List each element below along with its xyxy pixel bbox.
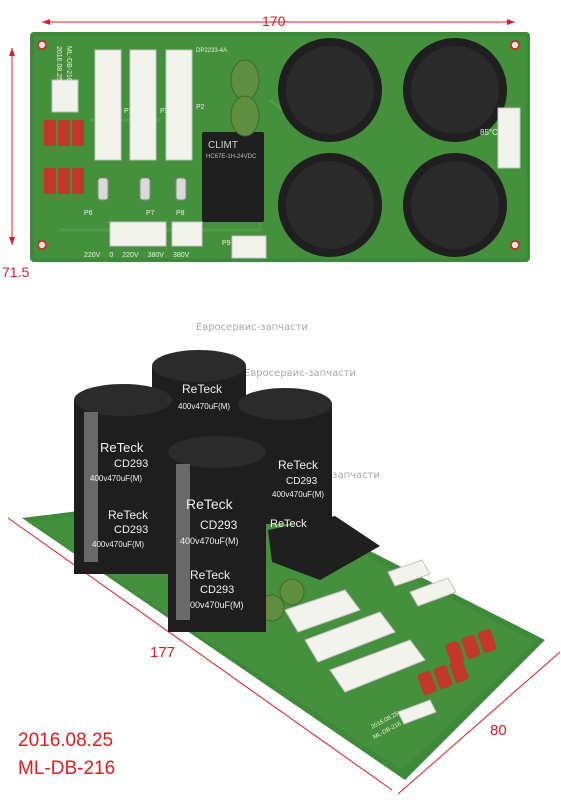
width-dimension-line — [397, 651, 561, 795]
pcb-board-code: DP2233-4A — [196, 48, 228, 54]
mount-hole — [37, 240, 47, 250]
capacitor-brand: ReTeck — [190, 568, 231, 582]
watermark: Евросервис-запчасти — [196, 322, 309, 333]
relay-model-label: HC67E-1H-24VDC — [206, 154, 257, 160]
resistor-group-top — [44, 120, 84, 194]
varistor — [279, 578, 305, 606]
capacitor-rating: 400v470uF(M) — [90, 474, 143, 483]
capacitor-top-view-group — [278, 38, 507, 257]
capacitor-brand: ReTeck — [270, 518, 307, 530]
capacitor-brand: ReTeck — [108, 508, 149, 522]
length-dimension-label: 177 — [150, 644, 176, 661]
capacitor-brand: ReTeck — [186, 496, 233, 512]
pcb-date-code-top: 2016.08.25 — [55, 46, 62, 82]
capacitor-rating: 400v470uF(M) — [178, 402, 231, 411]
mount-hole — [510, 240, 520, 250]
top-board-drawing — [9, 19, 530, 262]
capacitor-model: CD293 — [114, 458, 149, 470]
connector-bottom — [109, 221, 167, 247]
capacitor-model: CD293 — [200, 518, 238, 532]
port-label: P6 — [84, 210, 93, 217]
vertical-connectors — [94, 49, 193, 161]
width-dimension-label: 170 — [262, 13, 286, 29]
port-label: P7 — [146, 210, 155, 217]
capacitor-rating: 400v470uF(M) — [92, 540, 145, 549]
relay — [202, 132, 264, 222]
capacitor-rating: 400v470uF(M) — [180, 536, 239, 546]
pcb-model-code-top: ML-DB-216 — [65, 46, 72, 82]
mount-hole — [510, 40, 520, 50]
capacitor-brand: ReTeck — [278, 458, 319, 472]
height-dimension-label: 71.5 — [2, 264, 30, 280]
connector-label: 380V — [172, 252, 190, 259]
bottom-board-photo: ReTeck 400v470uF(M) ReTeck CD293 400v470… — [0, 340, 561, 800]
connector-right — [497, 107, 521, 169]
connector-bottom — [171, 221, 203, 247]
port-label: P3 — [160, 108, 169, 115]
capacitor-brand: ReTeck — [100, 440, 144, 455]
relay-brand-label: CLIMT — [208, 140, 238, 151]
capacitor-rating-cut: 00v470uF(M) — [190, 600, 244, 610]
connector-label: 0 — [109, 252, 114, 259]
port-label: P9 — [222, 240, 231, 247]
watermark: Евросервис-запчасти — [244, 368, 357, 379]
port-label: P2 — [196, 104, 205, 111]
caption-date: 2016.08.25 — [18, 730, 114, 751]
connector-label: 380V — [147, 252, 164, 259]
connector-label: 220V — [122, 252, 139, 259]
port-label: P8 — [176, 210, 185, 217]
capacitor-model: CD293 — [114, 524, 149, 536]
width-dimension-label: 80 — [490, 722, 507, 739]
connector-group-bottom — [284, 559, 457, 725]
top-board-photo: 2016.08.25 ML-DB-216 DP2233-4A CLIMT HC6… — [0, 0, 561, 300]
sensor-label: 85°C — [480, 128, 498, 137]
varistor — [230, 95, 260, 137]
capacitor-side-view-group — [74, 350, 332, 632]
resistor-group-bottom — [417, 629, 497, 695]
capacitor-brand: ReTeck — [182, 382, 223, 396]
connector-bottom — [231, 235, 267, 259]
capacitor-rating: 400v470uF(M) — [272, 490, 325, 499]
capacitor-model: CD293 — [200, 584, 235, 596]
mount-hole — [37, 40, 47, 50]
port-label: P1 — [124, 108, 133, 115]
caption-model: ML-DB-216 — [18, 758, 116, 779]
bottom-board-drawing — [7, 350, 561, 795]
connector-label: 220V — [84, 252, 101, 259]
relay — [268, 516, 380, 580]
varistor — [230, 59, 260, 101]
connector-small — [51, 79, 79, 113]
capacitor-model: CD293 — [286, 476, 318, 487]
connector-label-row: 220V 0 220V 380V 380V — [84, 252, 189, 259]
length-dimension-line — [7, 517, 393, 791]
